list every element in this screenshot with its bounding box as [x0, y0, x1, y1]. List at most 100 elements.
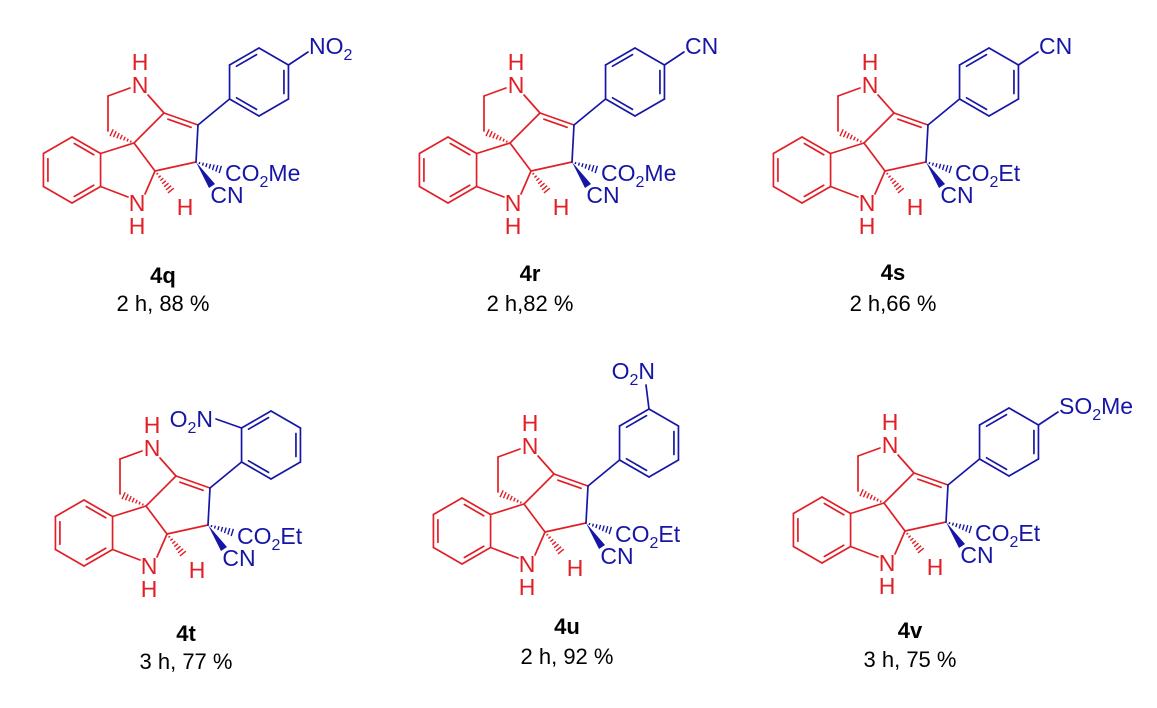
bond: [418, 185, 449, 204]
bond: [821, 496, 852, 515]
nitrile-group-label: CN: [210, 182, 243, 208]
reaction-time-yield: 2 h,66 %: [850, 291, 937, 316]
bond: [509, 142, 532, 172]
bond: [883, 472, 915, 504]
hashed-wedge-bond-ch2: [839, 129, 862, 143]
hash-line: [213, 525, 217, 529]
hash-line: [917, 547, 925, 554]
reaction-time-yield: 2 h, 88 %: [117, 291, 210, 316]
bond: [897, 454, 915, 474]
hash-line: [541, 185, 548, 191]
hashed-wedge-bond-ester: [198, 161, 223, 174]
hash-line: [157, 175, 162, 179]
hash-line: [516, 499, 519, 503]
double-bond-line: [823, 502, 845, 516]
hash-line: [129, 140, 132, 143]
bond: [634, 98, 666, 117]
hash-line: [891, 180, 897, 185]
hash-line: [584, 163, 588, 169]
hashed-wedge-bond-ch2: [485, 129, 508, 143]
hash-line: [852, 136, 856, 141]
double-bond-line: [897, 118, 922, 129]
hash-line: [546, 533, 549, 537]
reaction-time-yield: 2 h, 92 %: [521, 644, 614, 669]
bond: [489, 503, 525, 516]
bond: [877, 94, 895, 114]
ring-junction-hydrogen-label: H: [907, 194, 924, 220]
hash-line: [906, 532, 909, 536]
hash-line: [533, 175, 538, 179]
hash-line: [887, 175, 892, 179]
hash-line: [532, 172, 535, 176]
hash-line: [218, 165, 223, 174]
hash-line: [849, 134, 853, 140]
pyrrolidine-nh-hydrogen-label: H: [882, 409, 899, 435]
hash-line: [605, 526, 609, 533]
hash-line: [208, 163, 212, 169]
hash-line: [201, 162, 205, 166]
bond: [133, 112, 165, 144]
bond: [159, 457, 177, 477]
hash-line: [535, 177, 540, 182]
hash-line: [179, 550, 187, 557]
bond: [145, 505, 168, 535]
nitrile-group-label: CN: [960, 542, 993, 568]
reaction-time-yield: 2 h,82 %: [487, 291, 574, 316]
bond: [1017, 51, 1039, 66]
bond: [207, 487, 211, 526]
pyrrolidine-nh-hydrogen-label: H: [522, 410, 539, 436]
bond: [663, 51, 685, 66]
compound-label: 4r: [520, 261, 541, 286]
double-bond-line: [85, 505, 107, 519]
pyrrolidine-nh-hydrogen-label: H: [508, 49, 525, 75]
hash-line: [175, 545, 182, 551]
bond: [792, 545, 823, 564]
bond: [772, 136, 803, 155]
hash-line: [230, 528, 235, 537]
bond: [71, 185, 102, 204]
hashed-wedge-bond-h: [532, 172, 551, 194]
hash-line: [167, 187, 175, 194]
bond: [893, 112, 929, 126]
pyrrolidine-nitrogen-label: N: [882, 432, 899, 458]
indoline-nitrogen-label: N: [505, 190, 522, 216]
bond: [195, 124, 199, 163]
aryl-ring: CN: [927, 33, 1072, 126]
bond: [863, 112, 895, 144]
hash-line: [502, 491, 507, 499]
benzene-ring: [42, 136, 102, 204]
bond: [447, 185, 478, 204]
bond: [42, 136, 73, 155]
ring-junction-hydrogen-label: H: [567, 555, 584, 581]
bold-wedge-bond-nitrile: [946, 522, 965, 548]
bond: [54, 548, 85, 567]
aryl-ring: CN: [573, 33, 718, 126]
bond: [849, 502, 885, 515]
hash-line: [846, 132, 850, 139]
hash-line: [907, 535, 912, 539]
bond: [144, 170, 156, 195]
hashed-wedge-bond-ch2: [109, 129, 132, 143]
bond: [258, 98, 290, 117]
compound-label: 4t: [176, 621, 196, 646]
double-bond-line: [463, 503, 485, 517]
hash-line: [512, 497, 516, 502]
bond: [447, 136, 478, 155]
hash-line: [895, 185, 902, 191]
pyrrolidine-nitrogen-label: N: [522, 433, 539, 459]
bond: [857, 447, 881, 457]
ester-group-label: CO2Et: [955, 160, 1021, 191]
hash-line: [539, 182, 546, 188]
bond: [154, 161, 197, 172]
bond: [945, 484, 949, 523]
bold-wedge-bond-nitrile: [926, 162, 945, 188]
ring-junction-hydrogen-label: H: [189, 557, 206, 583]
bond: [99, 185, 129, 198]
indoline-nh-hydrogen-label: H: [879, 573, 896, 599]
bond: [894, 530, 906, 555]
bold-wedge-bond-nitrile: [208, 525, 227, 551]
hash-line: [935, 163, 938, 168]
